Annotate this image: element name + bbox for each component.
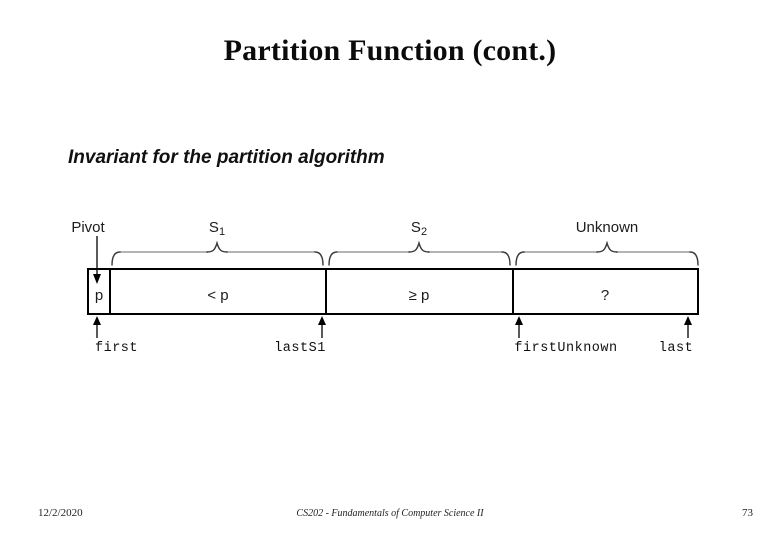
pointer-label-first: first — [95, 341, 138, 356]
pivot-arrow-icon — [93, 236, 101, 284]
firstunknown-pointer-arrow-icon — [515, 316, 523, 338]
pointer-label-last: last — [659, 341, 693, 356]
cell-s2-value: ≥ p — [409, 287, 430, 304]
lasts1-arrow-head — [318, 316, 326, 325]
s1-label-main: S — [209, 219, 219, 236]
s2-brace-peak — [408, 240, 430, 253]
unknown-brace-peak — [596, 240, 618, 253]
s1-label-subscript: 1 — [219, 226, 225, 238]
s1-brace — [111, 240, 324, 266]
cell-pivot-value: p — [95, 287, 103, 304]
unknown-brace — [515, 240, 699, 266]
last-pointer-arrow-icon — [684, 316, 692, 338]
last-arrow-head — [684, 316, 692, 325]
slide-title: Partition Function (cont.) — [223, 34, 557, 67]
unknown-brace-right-curl — [689, 251, 699, 266]
s1-brace-peak — [206, 240, 228, 253]
s1-brace-right-curl — [314, 251, 324, 266]
s2-label-main: S — [411, 219, 421, 236]
first-pointer-arrow-icon — [93, 316, 101, 338]
lasts1-pointer-arrow-icon — [318, 316, 326, 338]
first-arrow-head — [93, 316, 101, 325]
partition-invariant-diagram: p < p ≥ p ? Pivot S1 — [71, 219, 699, 356]
s1-brace-left-curl — [111, 251, 121, 266]
s2-label-subscript: 2 — [421, 226, 427, 238]
pointer-label-lasts1: lastS1 — [274, 341, 326, 356]
cell-s1-value: < p — [207, 287, 228, 304]
s2-brace-left-curl — [328, 251, 338, 266]
s2-label: S2 — [411, 219, 427, 238]
footer-date: 12/2/2020 — [38, 507, 83, 519]
s2-brace — [328, 240, 511, 266]
cell-unknown-value: ? — [601, 287, 609, 304]
firstunknown-arrow-head — [515, 316, 523, 325]
slide-subtitle: Invariant for the partition algorithm — [68, 147, 385, 168]
footer-course-title: CS202 - Fundamentals of Computer Science… — [296, 508, 484, 519]
footer-page-number: 73 — [742, 507, 753, 519]
unknown-brace-left-curl — [515, 251, 525, 266]
pivot-arrow-head — [93, 274, 101, 284]
pivot-label: Pivot — [71, 219, 105, 236]
pointer-label-firstunknown: firstUnknown — [514, 341, 617, 356]
s1-label: S1 — [209, 219, 225, 238]
array-box — [87, 268, 699, 315]
s2-brace-right-curl — [501, 251, 511, 266]
unknown-label: Unknown — [576, 219, 639, 236]
